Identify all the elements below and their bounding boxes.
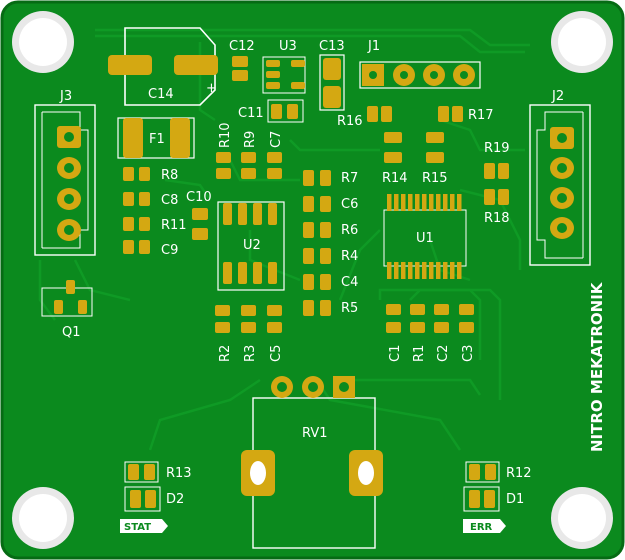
fuse-f1: F1 bbox=[117, 117, 195, 159]
status-label-err: ERR bbox=[463, 519, 506, 533]
resistor-r7: R7 bbox=[303, 170, 358, 186]
capacitor-c13: C13 bbox=[319, 39, 345, 111]
label-j2: J2 bbox=[551, 89, 564, 104]
capacitor-c1: C1 bbox=[386, 304, 403, 362]
capacitor-c2: C2 bbox=[434, 304, 451, 362]
label-c4: C4 bbox=[341, 275, 358, 290]
capacitor-c6: C6 bbox=[303, 196, 358, 212]
label-r5: R5 bbox=[341, 301, 358, 316]
label-c9: C9 bbox=[161, 243, 178, 258]
capacitor-c9: C9 bbox=[123, 240, 178, 258]
resistor-r1: R1 bbox=[410, 304, 427, 362]
ic-u1: U1 bbox=[383, 194, 467, 279]
label-u1: U1 bbox=[416, 231, 434, 246]
label-r9: R9 bbox=[243, 131, 258, 148]
label-r12: R12 bbox=[506, 466, 532, 481]
status-label-stat: STAT bbox=[120, 519, 168, 533]
resistor-r17: R17 bbox=[438, 106, 494, 123]
label-c11: C11 bbox=[238, 106, 264, 121]
resistor-r2: R2 bbox=[215, 305, 233, 362]
connector-j3: J3 bbox=[34, 89, 96, 256]
resistor-r6: R6 bbox=[303, 222, 358, 238]
resistor-r3: R3 bbox=[241, 305, 258, 362]
label-c1: C1 bbox=[388, 345, 403, 362]
label-d1: D1 bbox=[506, 492, 524, 507]
resistor-r13: R13 bbox=[124, 461, 192, 483]
resistor-r16: R16 bbox=[337, 106, 392, 129]
label-r8: R8 bbox=[161, 168, 178, 183]
resistor-r9: R9 bbox=[241, 131, 258, 179]
label-r14: R14 bbox=[382, 171, 408, 186]
transistor-q1: Q1 bbox=[41, 280, 93, 340]
resistor-r14: R14 bbox=[382, 132, 408, 186]
resistor-r12: R12 bbox=[465, 461, 532, 483]
led-d2: D2 bbox=[124, 486, 184, 512]
label-f1: F1 bbox=[149, 132, 165, 147]
led-d1: D1 bbox=[463, 486, 524, 512]
label-r18: R18 bbox=[484, 211, 510, 226]
resistor-r10: R10 bbox=[216, 122, 233, 179]
label-c7: C7 bbox=[269, 131, 284, 148]
ic-u2: U2 bbox=[217, 201, 285, 291]
capacitor-c14: C14 + bbox=[108, 27, 218, 106]
resistor-r11: R11 bbox=[123, 217, 187, 233]
capacitor-c8: C8 bbox=[123, 192, 178, 208]
capacitor-c5: C5 bbox=[267, 305, 284, 362]
brand-text: NITRO MEKATRONIK bbox=[588, 281, 606, 452]
resistor-r4: R4 bbox=[303, 248, 358, 264]
label-r19: R19 bbox=[484, 141, 510, 156]
resistor-r15: R15 bbox=[422, 132, 448, 186]
stat-text: STAT bbox=[124, 522, 151, 533]
label-r7: R7 bbox=[341, 171, 358, 186]
err-text: ERR bbox=[470, 522, 493, 533]
label-c10: C10 bbox=[186, 190, 212, 205]
label-r13: R13 bbox=[166, 466, 192, 481]
label-c3: C3 bbox=[461, 345, 476, 362]
label-c14: C14 bbox=[148, 87, 174, 102]
resistor-r8: R8 bbox=[123, 167, 178, 183]
label-r4: R4 bbox=[341, 249, 358, 264]
label-c8: C8 bbox=[161, 193, 178, 208]
label-r10: R10 bbox=[218, 122, 233, 148]
label-plus: + bbox=[206, 81, 217, 96]
capacitor-c11: C11 bbox=[238, 99, 304, 123]
connector-j2: J2 bbox=[529, 89, 591, 266]
label-j3: J3 bbox=[59, 89, 72, 104]
capacitor-c3: C3 bbox=[459, 304, 476, 362]
label-r17: R17 bbox=[468, 108, 494, 123]
label-r6: R6 bbox=[341, 223, 358, 238]
capacitor-c10: C10 bbox=[186, 190, 212, 240]
regulator-u3: U3 bbox=[262, 39, 306, 94]
label-rv1: RV1 bbox=[302, 426, 328, 441]
label-r2: R2 bbox=[218, 345, 233, 362]
label-c12: C12 bbox=[229, 39, 255, 54]
label-c6: C6 bbox=[341, 197, 358, 212]
label-c5: C5 bbox=[269, 345, 284, 362]
trace-layer bbox=[38, 28, 530, 451]
label-r15: R15 bbox=[422, 171, 448, 186]
label-q1: Q1 bbox=[62, 325, 81, 340]
potentiometer-rv1: RV1 bbox=[241, 376, 383, 549]
capacitor-c4: C4 bbox=[303, 274, 358, 290]
capacitor-c12: C12 bbox=[229, 39, 255, 81]
label-c2: C2 bbox=[436, 345, 451, 362]
label-r16: R16 bbox=[337, 114, 363, 129]
capacitor-c7: C7 bbox=[267, 131, 284, 179]
resistor-r18: R18 bbox=[484, 189, 510, 226]
header-j1: J1 bbox=[359, 39, 481, 89]
label-d2: D2 bbox=[166, 492, 184, 507]
label-r11: R11 bbox=[161, 218, 187, 233]
resistor-r5: R5 bbox=[303, 300, 358, 316]
resistor-r19: R19 bbox=[484, 141, 510, 179]
mounting-holes bbox=[12, 11, 613, 549]
label-u2: U2 bbox=[243, 238, 261, 253]
label-u3: U3 bbox=[279, 39, 297, 54]
label-j1: J1 bbox=[367, 39, 380, 54]
label-c13: C13 bbox=[319, 39, 345, 54]
label-r1: R1 bbox=[412, 345, 427, 362]
label-r3: R3 bbox=[243, 345, 258, 362]
